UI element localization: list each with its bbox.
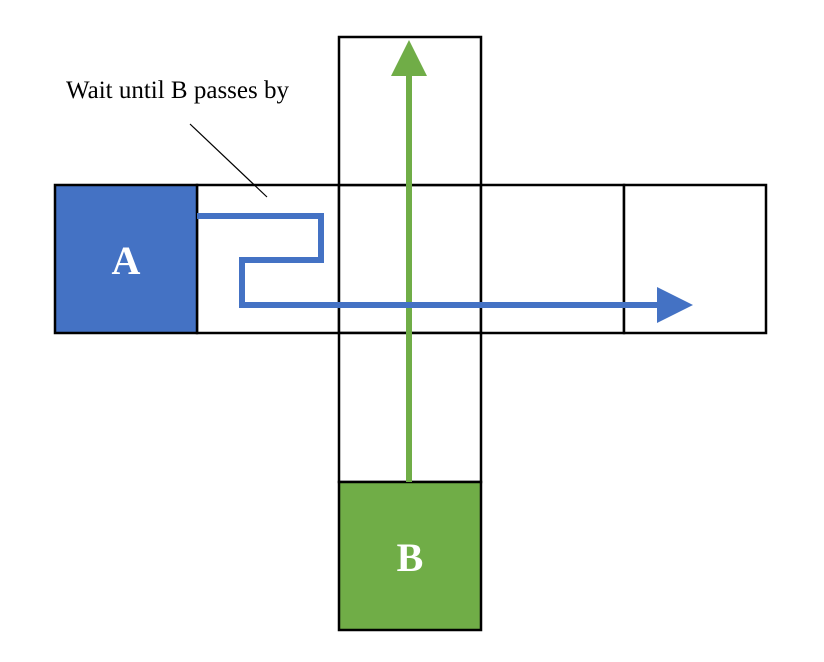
annotation-leader-line xyxy=(189,123,268,198)
wait-annotation-text: Wait until B passes by xyxy=(66,77,289,104)
agent-b-block xyxy=(337,480,483,632)
agent-a-block xyxy=(53,183,199,335)
grid-cell-row-3 xyxy=(479,183,626,335)
agent-a-label: A xyxy=(112,238,141,283)
grid-cell-row-4 xyxy=(622,183,768,335)
agent-a-path-arrow xyxy=(197,213,693,323)
agent-b-label: B xyxy=(397,535,424,580)
